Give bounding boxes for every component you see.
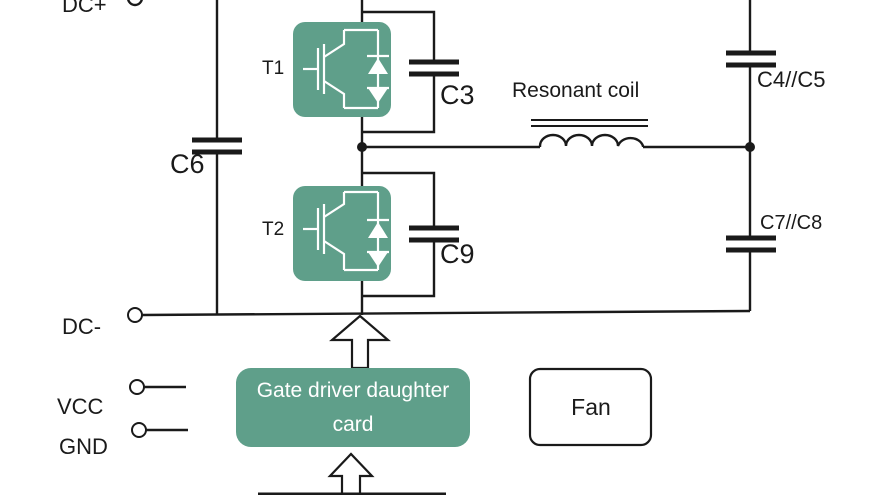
gate-driver-label-line2: card xyxy=(333,413,374,436)
up-arrow-to-driver xyxy=(327,452,375,495)
capacitor-c4-c5 xyxy=(726,50,776,68)
vcc-label: VCC xyxy=(57,394,104,419)
capacitor-c6 xyxy=(192,137,242,155)
fan-label: Fan xyxy=(571,394,611,420)
capacitor-c9 xyxy=(409,225,459,243)
vcc-terminal xyxy=(129,379,186,395)
resonant-coil-label: Resonant coil xyxy=(512,79,639,102)
gate-driver-card: Gate driver daughter card xyxy=(236,368,470,447)
wiring xyxy=(127,0,755,317)
gnd-terminal xyxy=(131,422,188,438)
t1-label: T1 xyxy=(262,58,284,79)
c4-c5-label: C4//C5 xyxy=(757,67,825,92)
c3-label: C3 xyxy=(440,80,475,110)
dc-minus-terminal xyxy=(127,307,143,323)
gnd-label: GND xyxy=(59,434,108,459)
capacitor-c3 xyxy=(409,59,459,77)
mid-node xyxy=(357,142,367,152)
gate-driver-label-line1: Gate driver daughter xyxy=(257,379,450,402)
dc-plus-terminal xyxy=(127,0,143,7)
right-node xyxy=(745,142,755,152)
capacitor-c7-c8 xyxy=(726,235,776,253)
dc-minus-label: DC- xyxy=(62,314,101,339)
t2-label: T2 xyxy=(262,219,284,240)
igbt-module-t2 xyxy=(293,186,391,281)
c6-label: C6 xyxy=(170,149,205,179)
igbt-module-t1 xyxy=(293,22,391,117)
c9-label: C9 xyxy=(440,239,475,269)
resonant-coil xyxy=(531,119,648,147)
fan-block: Fan xyxy=(528,367,653,447)
up-arrow-to-switch xyxy=(329,314,391,370)
c7-c8-label: C7//C8 xyxy=(760,212,822,234)
dc-plus-label: DC+ xyxy=(62,0,107,17)
dc-minus-bus xyxy=(141,309,751,317)
